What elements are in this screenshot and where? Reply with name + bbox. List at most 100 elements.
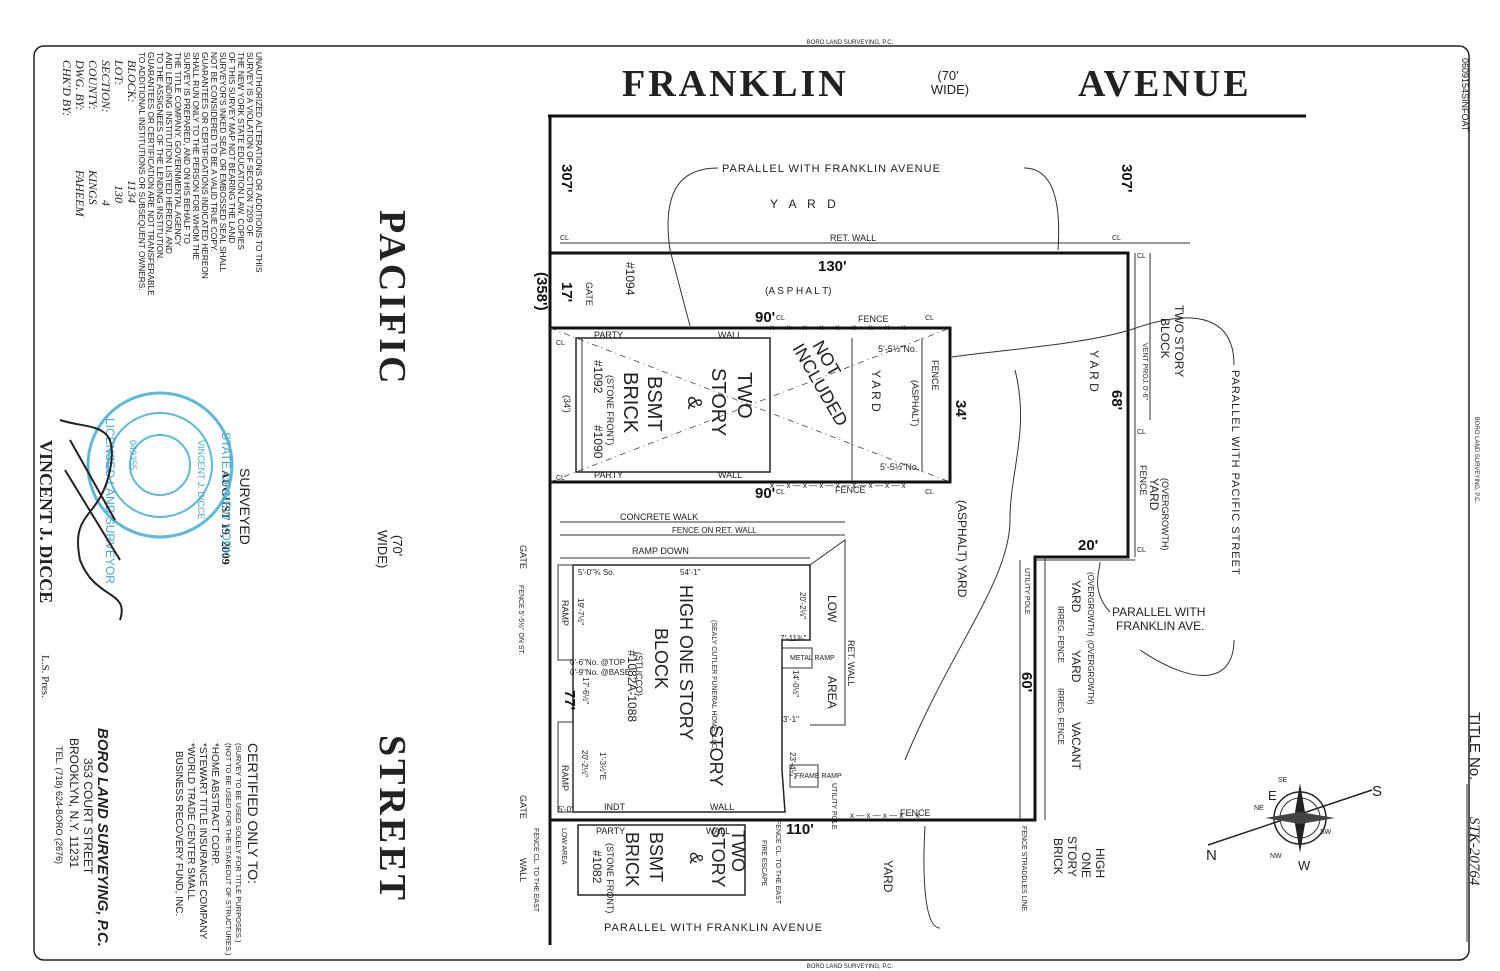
svg-text:CL: CL	[925, 315, 934, 322]
title-block: BLOCK: 1134 LOT: 130 SECTION: 4 COUNTY: …	[60, 59, 139, 217]
two-story-block-2: BLOCK	[1158, 318, 1172, 359]
svg-text:x — x — x — x — x — x — x — x: x — x — x — x — x — x — x — x — x	[770, 323, 906, 332]
high-brick-2: ONE	[1079, 852, 1093, 878]
yard-right: Y A R D	[1087, 350, 1101, 392]
parallel-pacific-leader	[1129, 317, 1235, 366]
funeral-home: (SEALY CUTLER FUNERAL HOME, LLC)	[710, 620, 717, 751]
ret-wall-vert: RET. WALL	[846, 640, 856, 686]
fence-cl-east-left: FENCE CL. TO THE EAST	[532, 828, 539, 913]
svg-text:(OVERGROWTH): (OVERGROWTH)	[1086, 640, 1095, 705]
asphalt-side: (ASPHALT)	[910, 380, 920, 426]
utility-pole-top: UTILITY POLE	[1023, 568, 1030, 615]
svg-text:NW: NW	[1270, 853, 1282, 860]
svg-text:SURVEY IS PREPARED, AND ON HIS: SURVEY IS PREPARED, AND ON HIS BEHALF TO	[182, 52, 192, 245]
party-bottom: PARTY	[596, 826, 625, 836]
yard-side: Y A R D	[869, 370, 883, 412]
svg-text:W: W	[1298, 858, 1311, 873]
svg-text:1'-3½"E: 1'-3½"E	[598, 752, 607, 780]
svg-text:*HOME ABSTRACT CORP.: *HOME ABSTRACT CORP.	[209, 743, 220, 865]
main-building	[572, 564, 811, 813]
straddles-line: FENCE STRADDLES LINE	[1020, 826, 1027, 912]
surveyor-signature	[59, 419, 123, 621]
dim-90-bottom: 90'	[755, 485, 775, 502]
border-text-bottom: BORO LAND SURVEYING, P.C.	[807, 964, 894, 970]
svg-text:CERTIFIED ONLY TO:: CERTIFIED ONLY TO:	[245, 743, 261, 884]
vent-proj: VENT PROJ. 0'-6"	[1141, 343, 1148, 400]
party-wall-bottom-1: PARTY	[594, 470, 623, 480]
svg-text:353 COURT STREET: 353 COURT STREET	[81, 758, 95, 875]
main-building-num: #1082A-1088	[625, 650, 639, 722]
indt-label: INDT	[604, 802, 625, 812]
dim-110: 110'	[786, 821, 814, 838]
frame-ramp-label: FRAME RAMP	[795, 773, 842, 780]
franklin-width-1: (70'	[937, 68, 958, 83]
svg-text:7'-11¾": 7'-11¾"	[780, 634, 807, 643]
svg-text:(SURVEY TO BE USED SOLELY FOR: (SURVEY TO BE USED SOLELY FOR TITLE PURP…	[234, 743, 243, 943]
surveyor-stamp: STATE OF NEW YORK LICENSED LAND SURVEYOR…	[86, 391, 234, 584]
svg-text:TO THE ASSIGNEES OF THE LENDIN: TO THE ASSIGNEES OF THE LENDING INSTITUT…	[155, 52, 165, 260]
svg-text:DWG. BY:: DWG. BY:	[73, 59, 87, 111]
party-wall-top-2: WALL	[718, 330, 742, 340]
dim-77: 77'	[561, 690, 578, 710]
svg-text:STK-20764: STK-20764	[1466, 817, 1482, 886]
border-text-right: BORO LAND SURVEYING, P.C.	[1473, 417, 1479, 504]
not-included-leader	[951, 329, 1131, 358]
svg-text:SHALL RUN ONLY TO THE PERSON F: SHALL RUN ONLY TO THE PERSON FOR WHOM TH…	[191, 52, 201, 261]
dim-90-top: 90'	[755, 309, 775, 326]
svg-text:&: &	[686, 852, 706, 864]
svg-text:YARD: YARD	[1069, 650, 1083, 683]
overgrowth-yards: (OVERGROWTH) YARD (OVERGROWTH) YARD IRRE…	[1056, 572, 1095, 745]
svg-text:BLOCK:: BLOCK:	[125, 60, 139, 103]
svg-text:TO ADDITIONAL INSTITUTIONS OR: TO ADDITIONAL INSTITUTIONS OR SUBSEQUENT…	[137, 52, 147, 291]
svg-text:19'-7½": 19'-7½"	[576, 598, 585, 625]
concrete-walk-label: CONCRETE WALK	[620, 512, 698, 522]
svg-text:SW: SW	[1320, 829, 1332, 836]
parallel-pacific-leader-2	[1139, 639, 1235, 676]
svg-text:GUARANTEES OR CERTIFICATION AR: GUARANTEES OR CERTIFICATION ARE NOT TRAN…	[146, 52, 156, 296]
dim-20: 20'	[1078, 537, 1098, 554]
dim-130: 130'	[818, 258, 847, 275]
svg-text:KINGS: KINGS	[86, 169, 100, 205]
street-franklin-left: FRANKLIN	[622, 63, 849, 105]
overgrowth-top-yard: YARD	[1147, 478, 1161, 511]
svg-text:*STEWART TITLE INSURANCE COMPA: *STEWART TITLE INSURANCE COMPANY	[197, 743, 208, 939]
building-1090-label: TWO STORY & BSMT BRICK	[619, 368, 755, 436]
svg-text:CL: CL	[1137, 429, 1146, 436]
pacific-width-2: WIDE)	[375, 530, 390, 568]
svg-text:S: S	[1372, 783, 1382, 800]
svg-text:17'-6½": 17'-6½"	[581, 677, 590, 704]
svg-text:NOT BE CONSIDERED TO BE A VALI: NOT BE CONSIDERED TO BE A VALID TRUE COP…	[209, 52, 219, 252]
svg-text:TWO: TWO	[733, 372, 755, 419]
ramp-down-label: RAMP DOWN	[632, 546, 689, 556]
party-wall-top-1: PARTY	[594, 330, 623, 340]
fence-label-top: FENCE	[858, 314, 889, 324]
low-area-wall	[809, 539, 846, 726]
svg-text:20'-2½": 20'-2½"	[580, 750, 589, 777]
dim-55-south: 5'-5½"No.	[880, 462, 919, 472]
yard-top: Y A R D	[770, 197, 840, 211]
wall-label-left: WALL	[518, 858, 528, 882]
gate-label-bottom: GATE	[518, 795, 528, 819]
low-area-2: AREA	[825, 676, 839, 709]
svg-text:x — x — x — x — x — x — x — x: x — x — x — x — x — x — x — x — x	[770, 481, 906, 490]
vacant-label: VACANT	[1069, 722, 1083, 770]
svg-text:N: N	[1206, 847, 1217, 864]
svg-text:LICENSED LAND SURVEYOR: LICENSED LAND SURVEYOR	[103, 418, 117, 584]
bldg2-num: #1082	[590, 850, 604, 884]
surveyed-date: AUGUST 19, 2009	[219, 470, 233, 565]
svg-text:14'-0½": 14'-0½"	[791, 670, 800, 697]
fire-escape: FIRE ESCAPE	[760, 840, 767, 887]
ramp-bottom	[557, 721, 574, 813]
ramp-top	[557, 564, 574, 661]
svg-text:TWO: TWO	[728, 830, 748, 872]
lot-1094: #1094	[623, 262, 637, 296]
svg-text:BROOKLYN, N.Y. 11231: BROOKLYN, N.Y. 11231	[67, 738, 81, 868]
metal-ramp-label: METAL RAMP	[790, 655, 835, 662]
svg-text:YARD: YARD	[1069, 580, 1083, 613]
bldg2-stone-front: (STONE FRONT)	[605, 843, 615, 913]
two-story-bsmt-brick-main: STORY	[706, 725, 726, 786]
svg-text:(OVERGROWTH): (OVERGROWTH)	[1086, 572, 1095, 637]
parallel-franklin-top-leader-2	[1023, 167, 1060, 251]
fence-5-on-st: FENCE 5'-5½" ON ST.	[517, 585, 525, 655]
utility-pole-bottom: UTILITY POLE	[830, 783, 837, 830]
